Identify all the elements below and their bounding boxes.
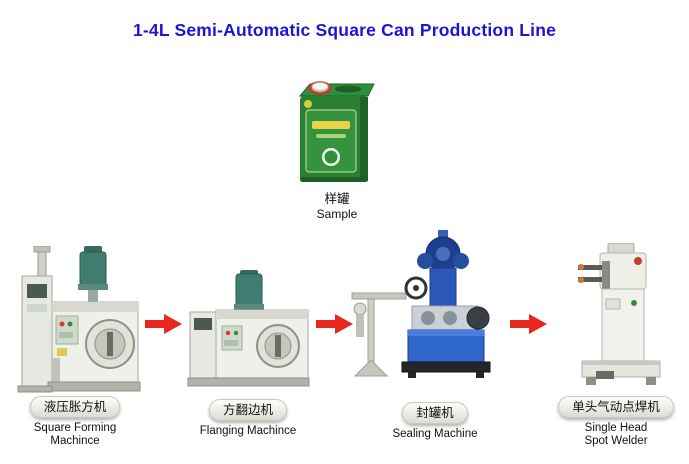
sealing-machine-icon [351,230,491,378]
page-title: 1-4L Semi-Automatic Square Can Productio… [132,20,557,40]
green-button [67,321,73,327]
right-arrow-icon [510,314,547,334]
foot-pedal [596,371,614,379]
infeed-stand-post [367,297,375,365]
machine-base [47,381,141,392]
sealing-machine-image [350,230,495,380]
machine-label-pill-cn: 单头气动点焊机 [558,396,674,418]
machine-label-en-line1: Square Forming [33,422,117,434]
emergency-button [634,257,642,265]
machine-label-spot-welder: 单头气动点焊机 Single Head Spot Welder [556,396,676,448]
can-logo-badge [304,100,312,108]
welder-arm-lower [578,277,604,282]
welder-arm-upper [578,265,604,270]
right-arrow-icon [316,314,353,334]
machine-label-pill-cn: 液压胀方机 [29,396,121,418]
machine-motor [235,273,263,307]
machine-base [187,377,310,387]
flow-arrow-1 [145,311,183,337]
machine-label-en-line2: Machince [50,435,100,447]
sample-caption: 样罐 Sample [287,192,387,222]
sealing-column [429,267,457,309]
machine-label-en-line2: Spot Welder [584,435,648,447]
electrode-tip [578,264,584,270]
sealing-base [401,361,491,373]
green-button [233,330,239,336]
sealing-wheel [466,306,490,330]
flanging-machine-icon [187,270,310,387]
square-forming-machine-icon [17,246,141,393]
machine-tower-panel [27,284,47,298]
machine-label-pill-cn: 封罐机 [402,402,468,424]
machine-label-square-forming: 液压胀方机 Square Forming Machince [5,396,145,448]
machine-label-en-line1: Flanging Machince [199,425,297,437]
spot-welder-icon [578,243,661,385]
square-forming-machine-image [8,246,143,396]
machine-label-pill-cn: 方翻边机 [208,399,287,421]
infeed-stand-base [353,359,389,377]
sample-label-en: Sample [316,207,358,221]
machine-label-flanging: 方翻边机 Flanging Machince [178,399,318,438]
machine-label-sealing: 封罐机 Sealing Machine [370,402,500,441]
flow-arrow-3 [510,311,548,337]
machine-label-en-line1: Single Head [584,422,648,434]
infeed-stand-arm [351,292,407,300]
can-handle [335,85,361,93]
flow-arrow-2 [316,311,354,337]
red-button [225,330,231,336]
machine-motor [79,251,107,287]
welder-gauge [605,298,621,310]
sample-label-cn: 样罐 [324,192,350,206]
machine-label-en-line1: Sealing Machine [392,428,478,440]
spot-welder-machine-image [576,243,666,393]
can-side-shade [360,97,368,181]
handwheel [404,276,428,300]
red-button [59,321,65,327]
sample-can-icon [298,81,375,182]
flanging-machine-image [186,270,311,392]
machine-side-panel [194,318,212,330]
can-bottom-rim [300,177,368,182]
right-arrow-icon [145,314,182,334]
machine-control-panel [55,315,79,345]
machine-control-panel [221,325,243,351]
sample-can-image [294,76,380,188]
electrode-tip [578,277,584,283]
can-label-text-mark [312,121,350,129]
